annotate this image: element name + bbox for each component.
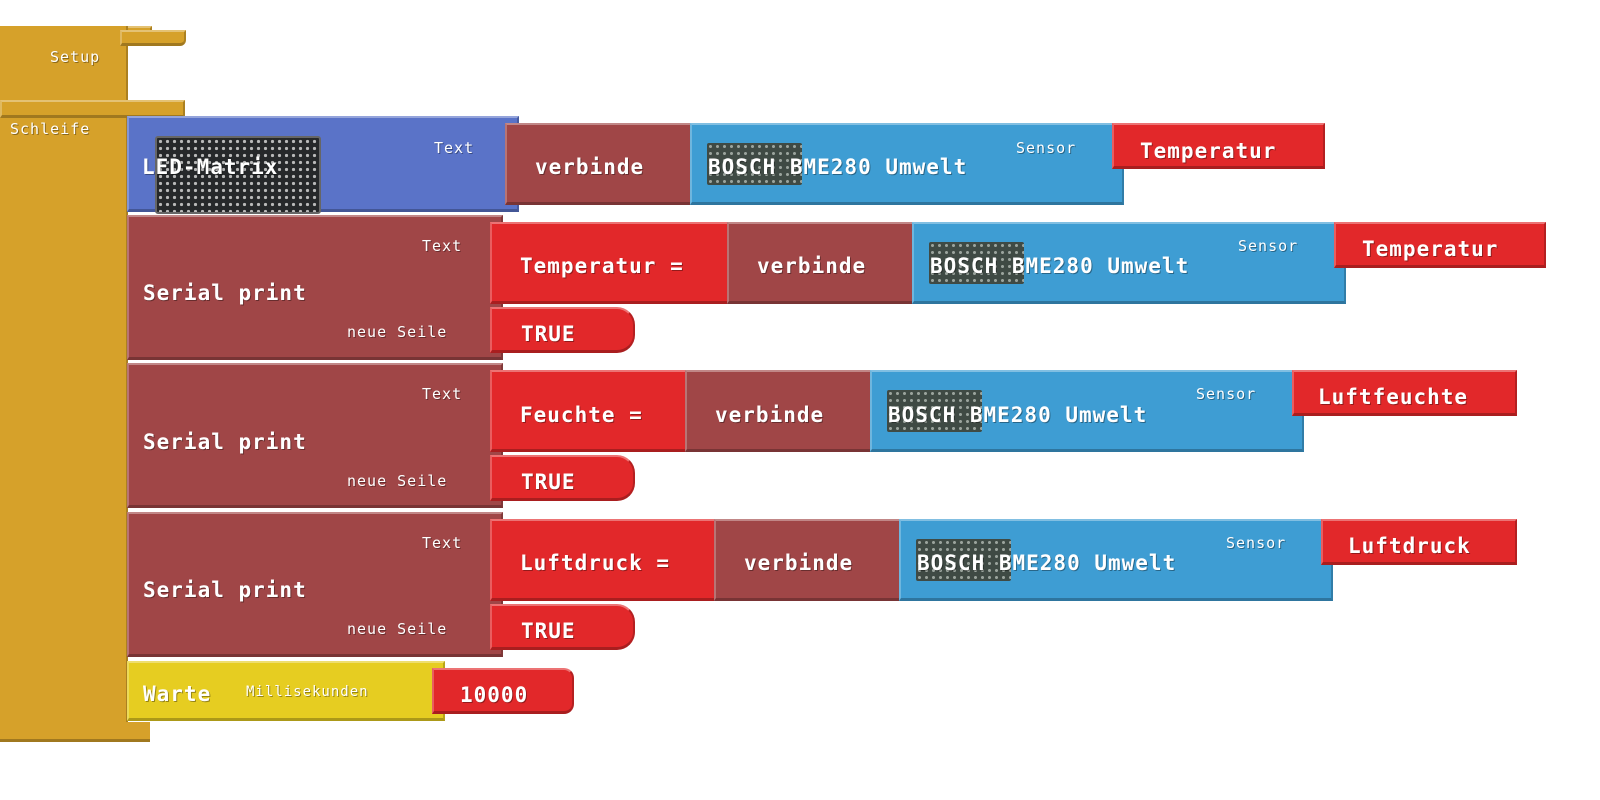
text-prefix: Temperatur = bbox=[520, 254, 684, 278]
serial-text-param: Text bbox=[422, 534, 463, 552]
text-prefix: Luftdruck = bbox=[520, 551, 671, 575]
join-label: verbinde bbox=[715, 403, 825, 427]
setup-bottom-arm bbox=[0, 100, 185, 118]
sensor-param: Sensor bbox=[1238, 237, 1299, 255]
main-block-spine[interactable] bbox=[0, 26, 128, 742]
wait-value-block[interactable] bbox=[432, 668, 574, 714]
serial-text-param: Text bbox=[422, 237, 463, 255]
serial-print-label: Serial print bbox=[143, 281, 307, 305]
serial-newline-param: neue Seile bbox=[347, 620, 448, 638]
setup-label: Setup bbox=[50, 48, 101, 66]
bosch-chip-icon bbox=[929, 242, 1024, 284]
serial-print-label: Serial print bbox=[143, 430, 307, 454]
bosch-chip-icon bbox=[887, 390, 982, 432]
measure-block[interactable] bbox=[1334, 222, 1546, 268]
serial-print-label: Serial print bbox=[143, 578, 307, 602]
text-prefix: Feuchte = bbox=[520, 403, 643, 427]
serial-text-param: Text bbox=[422, 385, 463, 403]
text-block[interactable] bbox=[490, 519, 727, 601]
sensor-param: Sensor bbox=[1226, 534, 1287, 552]
text-block[interactable] bbox=[490, 222, 740, 304]
sensor-name-0: BOSCH BME280 Umwelt bbox=[708, 155, 968, 179]
wait-block[interactable] bbox=[127, 661, 445, 721]
sensor-name: BOSCH BME280 Umwelt bbox=[917, 551, 1177, 575]
led-text-param: Text bbox=[434, 139, 475, 157]
bool-block[interactable] bbox=[490, 455, 635, 501]
bool-label: TRUE bbox=[521, 619, 576, 643]
bosch-chip-icon bbox=[916, 539, 1011, 581]
measure-label: Temperatur bbox=[1362, 237, 1499, 261]
serial-print-block[interactable] bbox=[127, 363, 503, 508]
wait-label: Warte bbox=[143, 682, 212, 706]
wait-unit-label: Millisekunden bbox=[246, 684, 369, 700]
loop-label: Schleife bbox=[10, 120, 91, 138]
bool-label: TRUE bbox=[521, 322, 576, 346]
serial-print-block[interactable] bbox=[127, 215, 503, 360]
serial-newline-param: neue Seile bbox=[347, 323, 448, 341]
measure-block-0[interactable] bbox=[1112, 123, 1325, 169]
bool-block[interactable] bbox=[490, 307, 635, 353]
sensor-block[interactable] bbox=[870, 370, 1304, 452]
loop-bottom-arm bbox=[0, 722, 150, 742]
sensor-name: BOSCH BME280 Umwelt bbox=[888, 403, 1148, 427]
bool-block[interactable] bbox=[490, 604, 635, 650]
led-matrix-label: LED-Matrix bbox=[142, 155, 279, 179]
text-block[interactable] bbox=[490, 370, 698, 452]
bool-label: TRUE bbox=[521, 470, 576, 494]
measure-label: Luftfeuchte bbox=[1318, 385, 1469, 409]
join-label: verbinde bbox=[757, 254, 867, 278]
join-label: verbinde bbox=[744, 551, 854, 575]
sensor-name: BOSCH BME280 Umwelt bbox=[930, 254, 1190, 278]
sensor-param: Sensor bbox=[1196, 385, 1257, 403]
serial-newline-param: neue Seile bbox=[347, 472, 448, 490]
join-label-0: verbinde bbox=[535, 155, 645, 179]
measure-label: Luftdruck bbox=[1348, 534, 1471, 558]
sensor-param-0: Sensor bbox=[1016, 139, 1077, 157]
measure-label-0: Temperatur bbox=[1140, 139, 1277, 163]
wait-value: 10000 bbox=[460, 683, 529, 707]
join-block[interactable] bbox=[714, 519, 904, 601]
led-matrix-icon bbox=[155, 136, 321, 214]
measure-block[interactable] bbox=[1321, 519, 1517, 565]
bosch-chip-icon bbox=[707, 143, 802, 185]
serial-print-block[interactable] bbox=[127, 512, 503, 657]
measure-block[interactable] bbox=[1292, 370, 1517, 416]
setup-top-arm bbox=[120, 30, 186, 46]
